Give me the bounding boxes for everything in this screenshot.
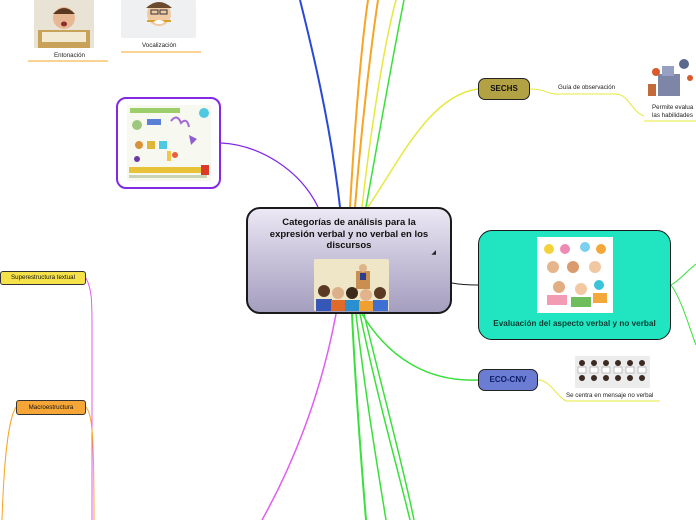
sechs-node[interactable]: SECHS [478,78,530,100]
entonacion-photo [34,0,94,48]
sechs-grandchild-line2: las habilidades [652,112,693,119]
sechs-child-label: Guía de observación [558,84,616,91]
link-green-bottom-2 [355,313,387,520]
audience-illustration [314,259,389,311]
link-teal [451,282,479,286]
link-left-macro [85,406,95,520]
eco-cnv-node[interactable]: ECO-CNV [478,369,538,391]
link-teal-out-2 [670,284,696,346]
link-sechs [367,88,479,208]
sechs-tools-image [646,56,696,100]
collapse-triangle-icon[interactable]: ◢ [431,249,436,256]
link-left-edge [1,406,17,520]
link-yellow-top [361,0,397,208]
link-left-trunk [85,277,93,520]
eco-child-label: Se centra en mensaje no verbal [566,392,654,399]
infographic-node[interactable] [116,97,221,189]
central-topic-node[interactable]: Categorías de análisis para la expresión… [246,207,452,314]
link-eco [361,313,479,381]
link-sechs-child [529,88,645,117]
link-eco-child [537,379,660,402]
central-topic-title: Categorías de análisis para la expresión… [269,217,429,251]
eco-gestures-image [575,356,650,388]
infographic-image [127,105,211,181]
link-orange-top-1 [349,0,369,208]
vocalizacion-photo [121,0,196,38]
evaluacion-node[interactable]: Evaluación del aspecto verbal y no verba… [478,230,671,340]
link-orange-top-2 [354,0,379,208]
vocalizacion-label: Vocalización [142,42,177,49]
link-green-bottom-1 [351,313,367,520]
link-purple [220,142,319,208]
link-green-bottom-4 [363,313,415,520]
link-green-bottom-3 [359,313,411,520]
evaluacion-title: Evaluación del aspecto verbal y no verba… [493,319,656,328]
faces-emotions-image [537,237,613,313]
entonacion-label: Entonación [54,52,85,59]
link-teal-out [670,263,696,286]
sechs-grandchild-line1: Permite evalua [652,104,694,111]
link-blue-top [299,0,341,208]
superestructura-node[interactable]: Superestructura textual [0,271,86,285]
link-green-top [365,0,405,208]
macroestructura-node[interactable]: Macroestructura [16,400,86,415]
link-magenta [261,313,337,520]
